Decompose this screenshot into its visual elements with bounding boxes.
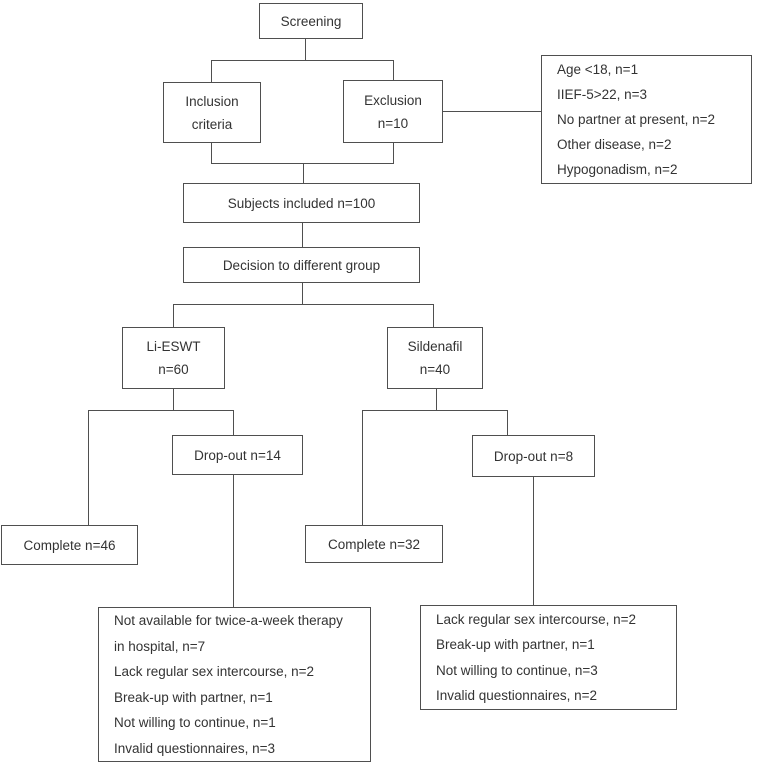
exclusion-reason-item: Hypogonadism, n=2 [557,162,678,177]
connector-exclusion-down [393,143,394,164]
sildenafil-dropout-reason-item: Not willing to continue, n=3 [436,662,598,678]
node-sildenafil-line2: n=40 [419,362,451,377]
node-screening: Screening [259,3,363,39]
connector-sildenafil-dropout-to-reasons [533,477,534,605]
connector-merge-bar [211,163,394,164]
node-subjects-included: Subjects included n=100 [183,183,420,223]
connector-inclusion-down [211,143,212,164]
connector-to-sildenafil-complete [362,410,363,525]
node-li-eswt: Li-ESWT n=60 [122,327,225,389]
node-li-eswt-dropout-reasons: Not available for twice-a-week therapy i… [98,607,371,762]
node-sildenafil-complete-label: Complete n=32 [328,536,420,552]
node-li-eswt-complete: Complete n=46 [1,525,138,565]
exclusion-reason-item: IIEF-5>22, n=3 [557,87,648,102]
node-exclusion: Exclusion n=10 [343,80,443,143]
connector-li-eswt-dropout-to-reasons [233,475,234,607]
connector-group-split [173,304,434,305]
sildenafil-dropout-reason-item: Lack regular sex intercourse, n=2 [436,611,636,627]
node-li-eswt-dropout-label: Drop-out n=14 [194,447,281,463]
connector-to-subjects [303,163,304,183]
node-li-eswt-complete-label: Complete n=46 [23,537,116,553]
li-eswt-dropout-reason-item: Break-up with partner, n=1 [114,689,273,705]
connector-to-sildenafil-dropout [507,410,508,435]
connector-to-li-eswt [173,304,174,327]
connector-subjects-to-decision [302,223,303,247]
connector-to-sildenafil [433,304,434,327]
connector-screening-split [211,60,394,61]
node-sildenafil-dropout-reasons: Lack regular sex intercourse, n=2 Break-… [420,605,677,710]
node-li-eswt-line2: n=60 [158,362,189,377]
node-sildenafil-dropout: Drop-out n=8 [472,435,595,477]
connector-sildenafil-split [362,410,508,411]
node-inclusion-criteria: Inclusion criteria [163,82,261,143]
node-sildenafil-line1: Sildenafil [407,339,463,354]
node-subjects-included-label: Subjects included n=100 [227,195,376,211]
node-exclusion-line1: Exclusion [364,92,422,108]
node-decision: Decision to different group [183,247,420,283]
sildenafil-dropout-reason-item: Break-up with partner, n=1 [436,637,595,652]
connector-to-exclusion [393,60,394,80]
node-sildenafil-complete: Complete n=32 [305,525,443,563]
node-exclusion-line2: n=10 [377,115,409,131]
node-inclusion-line2: criteria [191,116,233,132]
li-eswt-dropout-reason-item: Lack regular sex intercourse, n=2 [114,664,314,679]
connector-li-eswt-split [88,410,234,411]
node-exclusion-reasons: Age <18, n=1 IIEF-5>22, n=3 No partner a… [541,55,752,184]
node-sildenafil-dropout-label: Drop-out n=8 [493,448,574,464]
connector-to-inclusion [211,60,212,82]
connector-to-li-eswt-complete [88,410,89,525]
node-inclusion-line1: Inclusion [185,93,239,109]
connector-screening-down [305,39,306,60]
connector-to-li-eswt-dropout [233,410,234,435]
node-sildenafil: Sildenafil n=40 [387,327,483,389]
node-screening-label: Screening [280,13,342,29]
sildenafil-dropout-reason-item: Invalid questionnaires, n=2 [436,688,597,703]
node-decision-label: Decision to different group [222,257,381,273]
connector-exclusion-to-reasons [443,111,541,112]
li-eswt-dropout-reason-item: Not willing to continue, n=1 [114,715,276,730]
connector-li-eswt-down [173,389,174,410]
exclusion-reason-item: No partner at present, n=2 [557,112,715,127]
node-li-eswt-line1: Li-ESWT [146,339,201,354]
connector-sildenafil-down [436,389,437,410]
connector-decision-down [302,283,303,305]
exclusion-reason-item: Other disease, n=2 [557,137,672,152]
li-eswt-dropout-reason-item: Not available for twice-a-week therapy i… [114,613,343,654]
node-li-eswt-dropout: Drop-out n=14 [172,435,303,475]
exclusion-reason-item: Age <18, n=1 [557,62,639,77]
li-eswt-dropout-reason-item: Invalid questionnaires, n=3 [114,740,275,756]
